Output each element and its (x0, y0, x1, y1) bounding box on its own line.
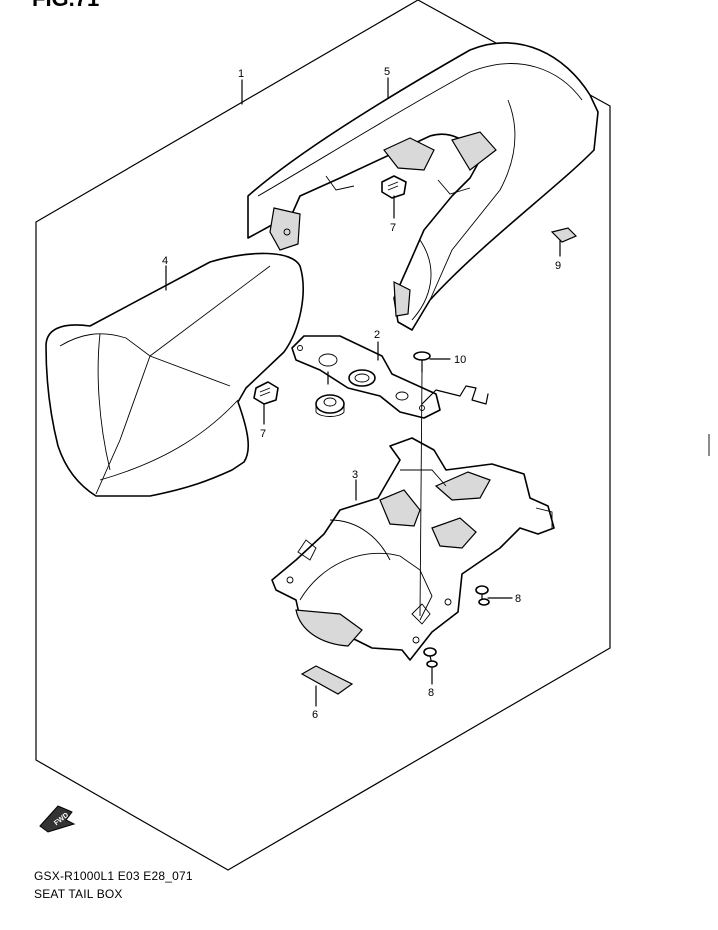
part-8-bolt-lower[interactable] (423, 647, 438, 668)
part-8-bolt-right[interactable] (475, 585, 490, 606)
callout-9: 9 (555, 260, 561, 272)
callouts: 1 5 7 9 4 2 10 7 3 8 8 6 (162, 66, 561, 721)
callout-2: 2 (374, 329, 380, 341)
section-name: SEAT TAIL BOX (34, 887, 123, 901)
part-9-pad[interactable] (550, 227, 578, 243)
figure-title: FIG.71 (32, 0, 99, 11)
part-3-tail-box[interactable] (271, 437, 555, 661)
callout-8-lower: 8 (428, 687, 434, 699)
callout-7-lower: 7 (260, 428, 266, 440)
callout-8-right: 8 (515, 593, 521, 605)
leader-lines (165, 77, 561, 707)
callout-5: 5 (384, 66, 390, 78)
part-6-pad[interactable] (300, 665, 354, 695)
part-10-screw[interactable] (413, 351, 431, 373)
callout-6: 6 (312, 709, 318, 721)
part-7-clip-lower[interactable] (253, 381, 279, 405)
fwd-arrow-icon: FWD (39, 805, 76, 833)
callout-1: 1 (238, 68, 244, 80)
model-code: GSX-R1000L1 E03 E28_071 (34, 869, 193, 883)
part-5-tail-cowl[interactable] (247, 42, 599, 331)
callout-4: 4 (162, 255, 168, 267)
part-2-plate[interactable] (291, 335, 489, 419)
callout-3: 3 (352, 469, 358, 481)
assembly-boundary (35, 0, 611, 871)
part-7-clip-upper[interactable] (381, 175, 407, 199)
callout-10: 10 (454, 354, 466, 366)
part-4-seat[interactable] (45, 252, 304, 497)
callout-7-upper: 7 (390, 222, 396, 234)
grommet[interactable] (315, 394, 345, 417)
